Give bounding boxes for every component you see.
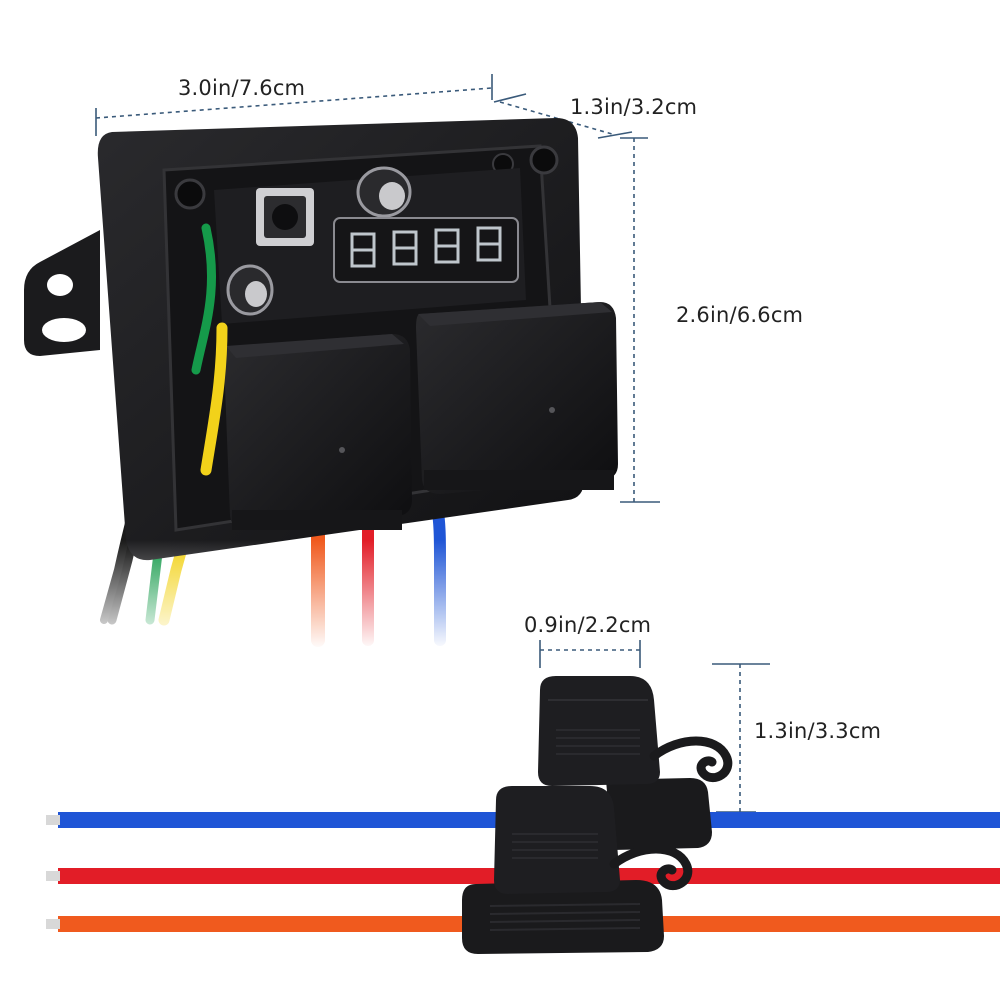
- fuse-holder-front-body: [462, 880, 664, 954]
- display-digit-4: [476, 226, 502, 262]
- wire-tip-orange: [46, 919, 60, 929]
- capacitor-top-cap: [379, 182, 405, 210]
- dim-line-width: [95, 87, 493, 119]
- dim-tick-depth-left: [493, 93, 527, 103]
- mount-hole-2: [42, 318, 86, 342]
- dimension-label-width: 3.0in/7.6cm: [178, 76, 306, 100]
- dimension-label-fuse-width: 0.9in/2.2cm: [524, 613, 652, 637]
- wire-fade: [90, 540, 470, 650]
- box-wires-front: [191, 223, 228, 476]
- fuse-clip-front: [609, 844, 693, 891]
- fuse-holder-back: [538, 676, 733, 850]
- dimension-label-height: 2.6in/6.6cm: [676, 303, 804, 327]
- mount-hole-1: [47, 274, 73, 296]
- fuse-cap-front: [494, 786, 620, 894]
- relay-right-dot: [549, 407, 555, 413]
- fuse-clip-back: [649, 736, 733, 783]
- wire-yellow-front: [200, 322, 228, 476]
- controller-housing: [24, 118, 618, 561]
- screw-top-right: [529, 145, 559, 175]
- wire-tip-red: [46, 871, 60, 881]
- display-panel: [333, 217, 519, 283]
- display-digit-3: [434, 228, 460, 264]
- fuse-holder-back-body: [606, 778, 712, 850]
- relay-right: [416, 302, 618, 494]
- display-digit-2: [392, 230, 418, 266]
- push-button: [272, 204, 298, 230]
- display-digit-1: [350, 232, 376, 268]
- screw-top-left: [174, 178, 206, 210]
- display-digits: [350, 226, 502, 268]
- wire-tip-blue: [46, 815, 60, 825]
- capacitor-left-cap: [245, 281, 267, 307]
- fuse-holder-front: [462, 786, 693, 954]
- relay-left: [224, 334, 412, 530]
- relay-left-dot: [339, 447, 345, 453]
- wire-green-front: [191, 223, 217, 375]
- dimension-label-depth: 1.3in/3.2cm: [570, 95, 698, 119]
- dim-tick-depth-right: [597, 131, 633, 139]
- dimension-label-fuse-height: 1.3in/3.3cm: [754, 719, 882, 743]
